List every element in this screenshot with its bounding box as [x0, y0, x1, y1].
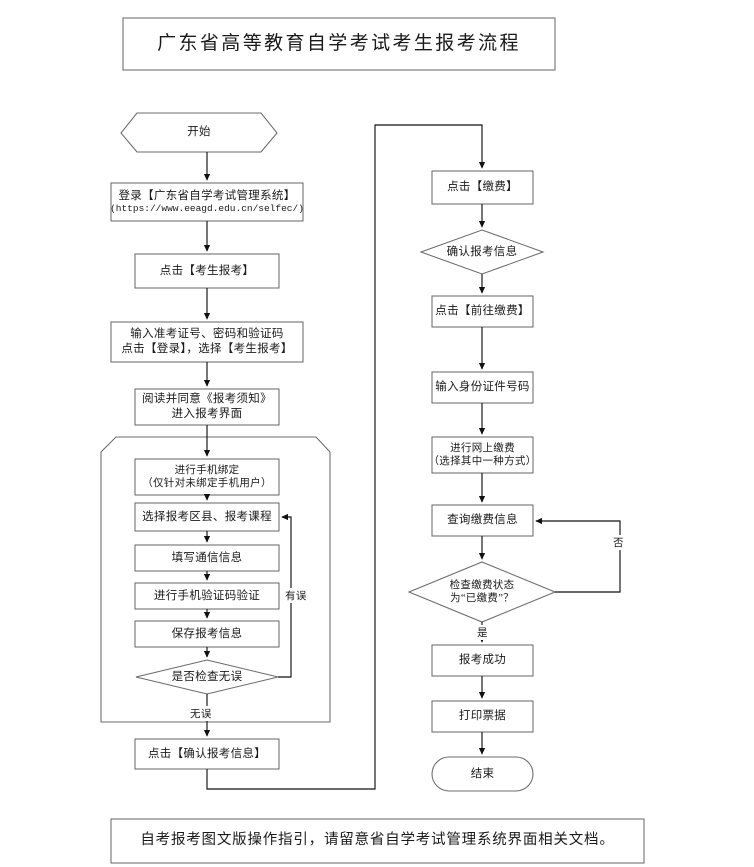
node-check-payment-status[interactable]: 检查缴费状态 为“已缴费”？	[449, 579, 515, 604]
node-goto-pay[interactable]: 点击【前往缴费】	[435, 305, 530, 318]
end-stadium-outline	[431, 756, 534, 792]
node-read-notice[interactable]: 阅读并同意《报考须知》 进入报考界面	[142, 393, 272, 420]
node-enter-credentials[interactable]: 输入准考证号、密码和验证码 点击【登录】，选择【考生报考】	[121, 328, 293, 355]
node-click-exam[interactable]: 点击【考生报考】	[159, 264, 255, 277]
footer-box-outline	[110, 818, 645, 864]
page-title: 广东省高等教育自学考试考生报考流程	[157, 32, 521, 54]
edge-label-yes: 是	[476, 625, 489, 640]
title-box-outline	[122, 17, 556, 71]
node-print-receipt[interactable]: 打印票据	[458, 710, 507, 723]
node-online-pay[interactable]: 进行网上缴费 （选择其中一种方式）	[428, 442, 537, 467]
node-success[interactable]: 报考成功	[458, 654, 507, 667]
node-save-info[interactable]: 保存报考信息	[171, 627, 243, 640]
node-check-ok[interactable]: 是否检查无误	[171, 670, 243, 683]
node-click-pay[interactable]: 点击【缴费】	[447, 181, 518, 194]
node-fill-contact[interactable]: 填写通信信息	[171, 551, 243, 564]
footer-note: 自考报考图文版操作指引，请留意省自学考试管理系统界面相关文档。	[140, 832, 615, 849]
registration-group-outline	[100, 436, 331, 723]
node-query-payment[interactable]: 查询缴费信息	[447, 514, 518, 527]
node-bind-phone[interactable]: 进行手机绑定 （仅针对未绑定手机用户）	[142, 464, 272, 489]
node-enter-id[interactable]: 输入身份证件号码	[435, 381, 530, 394]
node-verify-code[interactable]: 进行手机验证码验证	[153, 589, 261, 602]
edge-confirm-to-click-pay	[206, 124, 486, 790]
node-confirm-application[interactable]: 确认报考信息	[446, 245, 518, 258]
node-login[interactable]: 登录【广东省自学考试管理系统】 (https://www.eeagd.edu.c…	[110, 189, 304, 215]
node-start[interactable]: 开始	[187, 126, 211, 139]
node-choose-area[interactable]: 选择报考区县、报考课程	[142, 510, 272, 523]
edge-label-no-error: 无误	[189, 706, 213, 721]
edge-label-error: 有误	[284, 588, 308, 603]
edge-label-no: 否	[612, 535, 625, 550]
node-confirm-info[interactable]: 点击【确认报考信息】	[148, 747, 266, 760]
edge-no-loop	[535, 517, 621, 593]
start-hexagon-outline	[120, 112, 278, 153]
node-end[interactable]: 结束	[470, 767, 495, 780]
